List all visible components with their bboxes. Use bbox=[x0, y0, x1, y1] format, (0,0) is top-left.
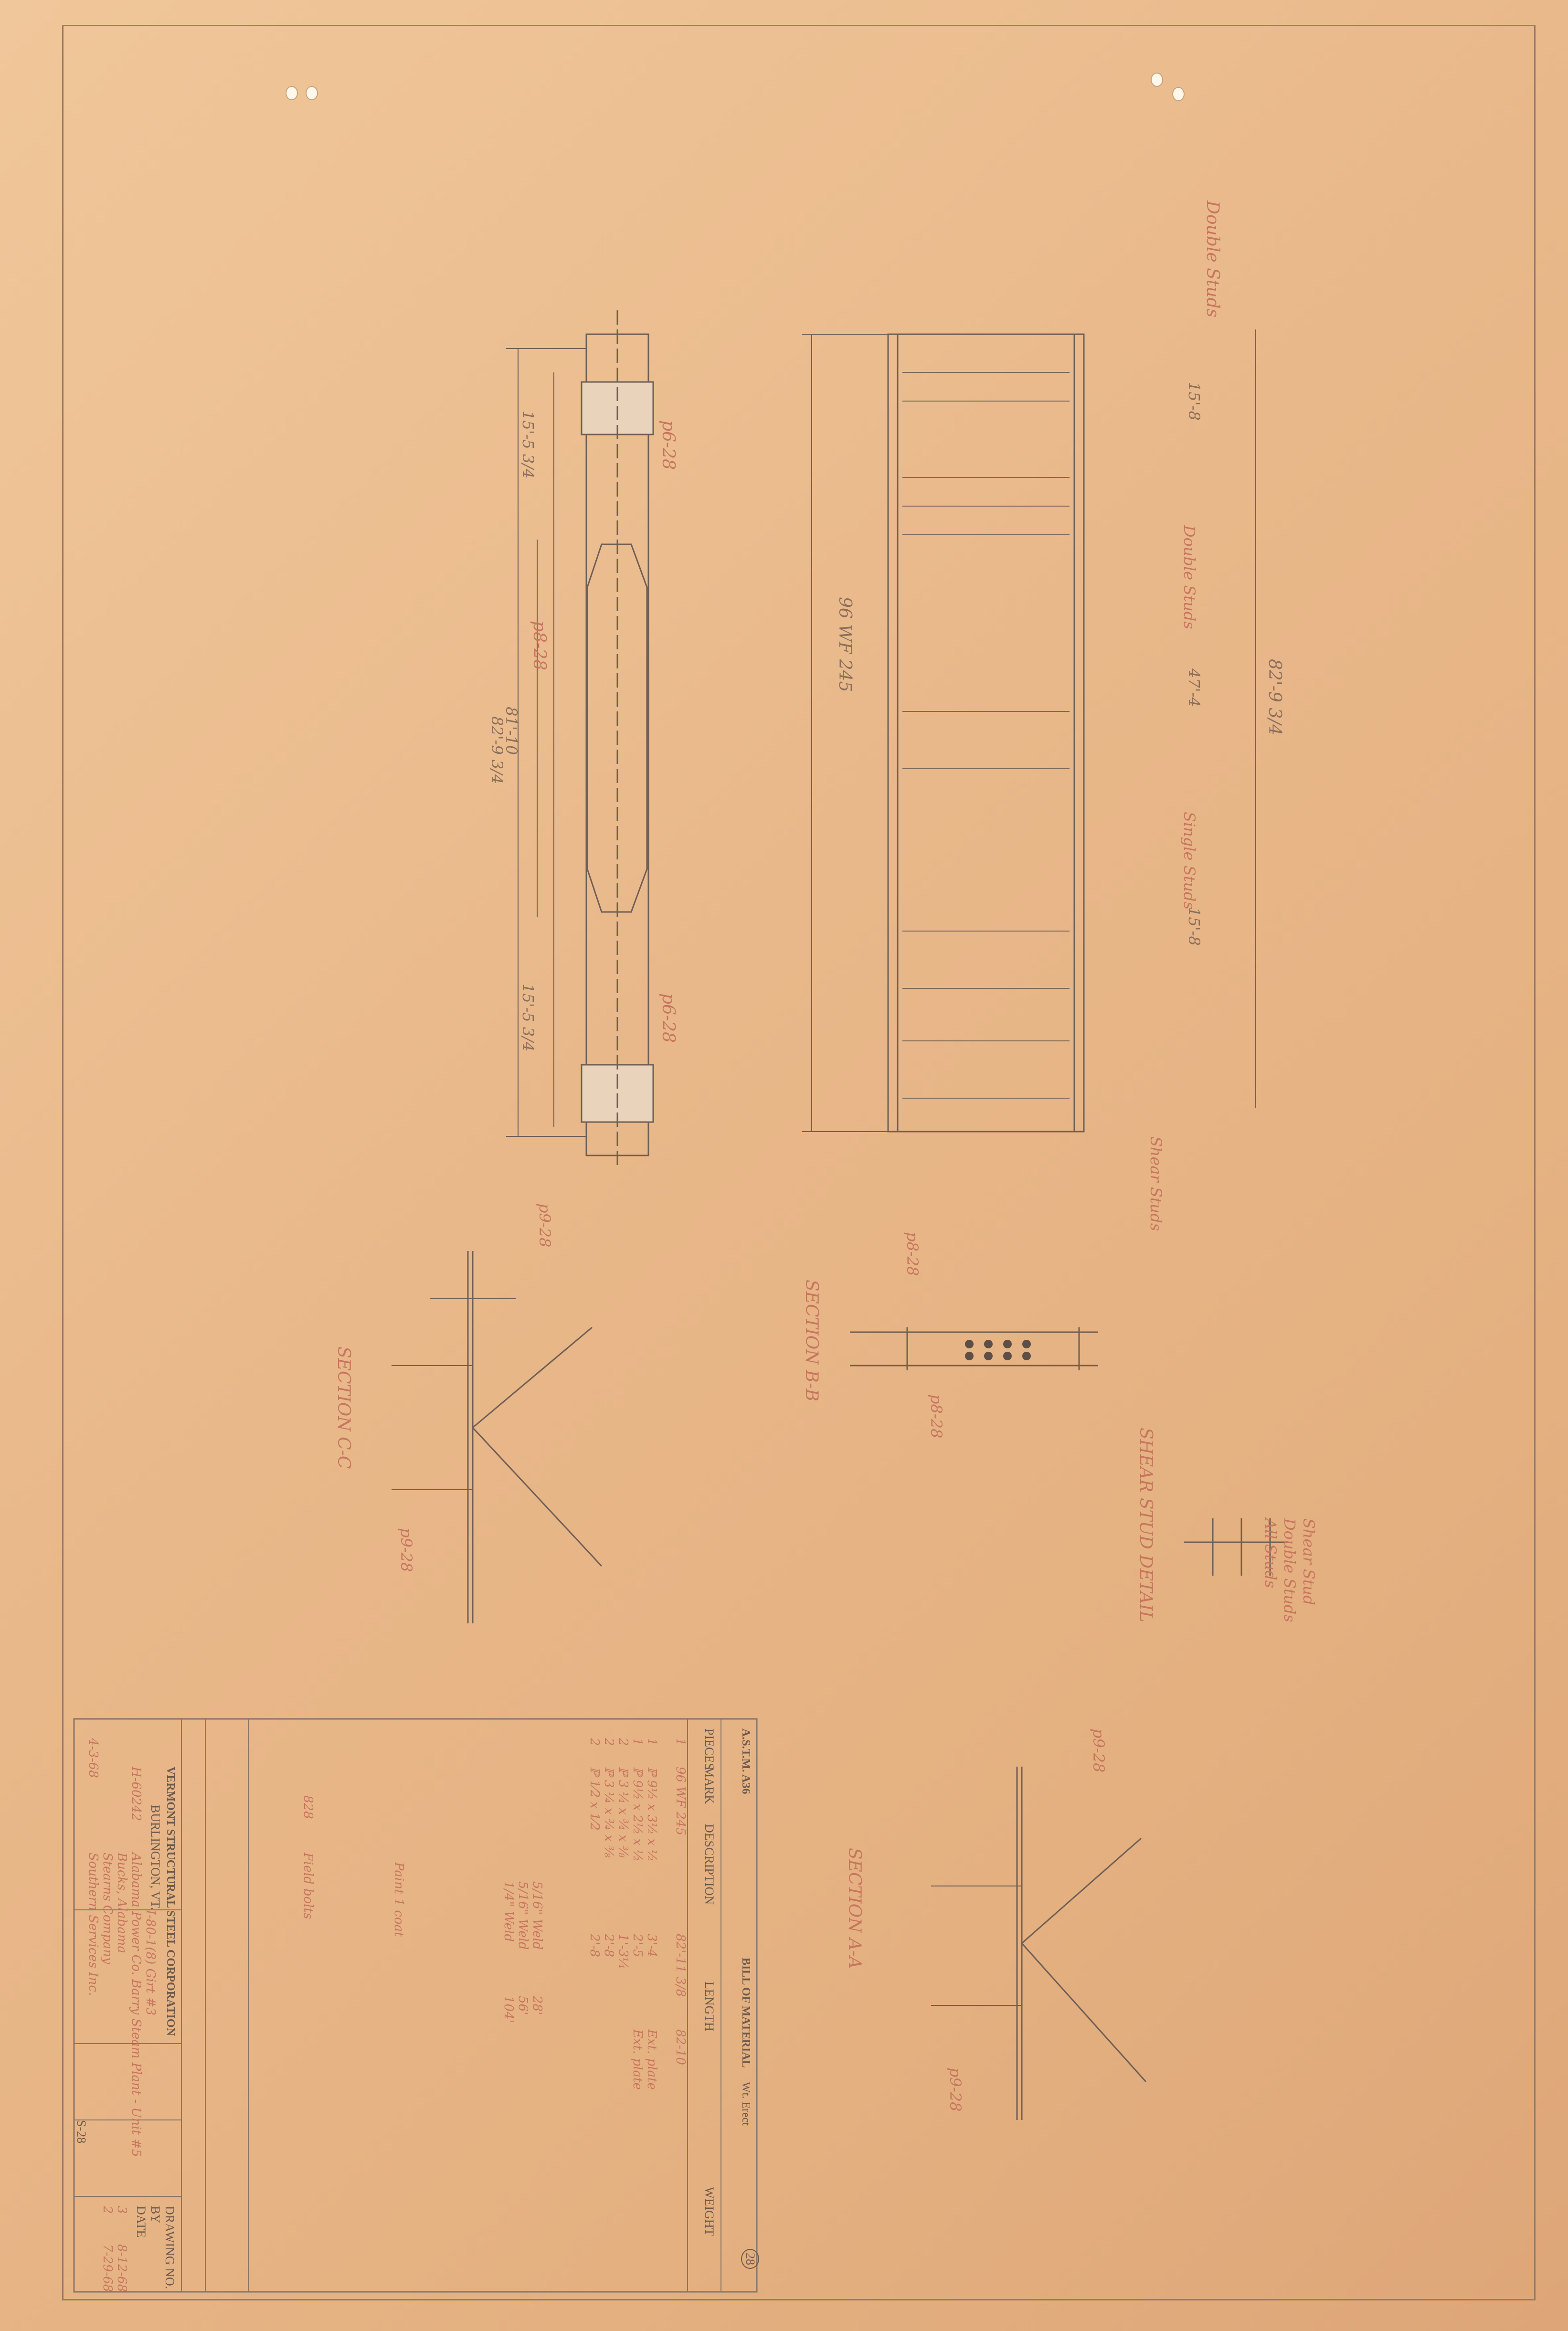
bom-length: 3'-4 bbox=[645, 1934, 659, 1958]
revision-number: 2 bbox=[100, 2206, 115, 2214]
girt-section: 96 WF 245 bbox=[835, 597, 855, 692]
bom-item: 96 WF 245 bbox=[673, 1767, 688, 1836]
architect: Southern Services Inc. bbox=[86, 1853, 100, 1996]
punch-hole bbox=[286, 86, 298, 100]
section-a-label: p9-28 bbox=[1090, 1728, 1108, 1773]
punch-hole bbox=[306, 86, 318, 100]
company-name: VERMONT STRUCTURAL STEEL CORPORATION bbox=[164, 1767, 177, 2036]
section-a-a-view bbox=[931, 1767, 1147, 2120]
weld-value: 104' bbox=[501, 1996, 516, 2023]
plan-label: p6-28 bbox=[658, 420, 678, 470]
project-location: Bucks, Alabama bbox=[115, 1853, 129, 1953]
bom-mark: Ext. plate bbox=[630, 2029, 645, 2090]
stud-note: Single Studs bbox=[1180, 812, 1198, 910]
bom-length: 82'-11 3/8 bbox=[673, 1934, 688, 1997]
revision-date: 7-29-68 bbox=[100, 2244, 115, 2292]
stud-note: Double Studs bbox=[1281, 1518, 1299, 1622]
section-c-label: p9-28 bbox=[536, 1203, 554, 1248]
punch-hole bbox=[1172, 87, 1185, 101]
paint-note: Paint 1 coat bbox=[392, 1862, 406, 1937]
section-a-label: p9-28 bbox=[946, 2067, 964, 2112]
bom-length: 2'-8 bbox=[602, 1934, 616, 1958]
shear-stud-detail-view bbox=[1184, 1518, 1289, 1576]
weld-label: 5/16" Weld bbox=[530, 1881, 544, 1950]
section-c-label: p9-28 bbox=[397, 1528, 415, 1572]
elevation-dim: 15'-8 bbox=[1185, 907, 1203, 946]
bom-qty: 1 bbox=[645, 1738, 659, 1746]
title-header: DATE bbox=[134, 2206, 148, 2238]
sheet-number: S-28 bbox=[74, 2120, 88, 2144]
bom-item: ℙ 9½ x 3½ x ½ bbox=[645, 1767, 659, 1862]
plan-label: p8-28 bbox=[530, 621, 549, 670]
stud-note: Shear Stud bbox=[1300, 1518, 1318, 1605]
customer: Stearns Company bbox=[100, 1853, 115, 1964]
project-name: Alabama Power Co. Barry Steam Plant - Un… bbox=[129, 1853, 143, 2157]
section-b-label: p8-28 bbox=[903, 1232, 922, 1276]
punch-hole bbox=[1151, 73, 1163, 87]
section-b-b-view bbox=[850, 1327, 1098, 1370]
bom-col-header: WEIGHT bbox=[702, 2187, 716, 2236]
revision-date: 8-12-68 bbox=[115, 2244, 129, 2292]
revision-number: 3 bbox=[115, 2206, 129, 2214]
member-mark: I-80-1(8) Girt #3 bbox=[143, 1910, 158, 2016]
plan-view bbox=[506, 310, 654, 1170]
plan-dim: 82'-9 3/4 bbox=[488, 716, 506, 784]
weld-value: 28' bbox=[530, 1996, 544, 2015]
spec-note: A.S.T.M. A36 bbox=[740, 1728, 752, 1794]
bom-length: 1'-3¼ bbox=[616, 1934, 630, 1970]
bom-item: ℙ 1⁄2 x 1⁄2 bbox=[587, 1767, 602, 1831]
job-number: H-60242 bbox=[129, 1767, 143, 1822]
title-block-grid bbox=[73, 1718, 758, 2293]
title-header: BY bbox=[148, 2206, 162, 2224]
weight-note: Wt. Erect bbox=[740, 2082, 752, 2126]
bom-mark: Ext. plate bbox=[645, 2029, 659, 2090]
title-header: DRAWING NO. bbox=[163, 2206, 177, 2289]
bom-item: ℙ 9½ x 2½ x ½ bbox=[630, 1767, 645, 1862]
weld-label: 5/16" Weld bbox=[516, 1881, 530, 1950]
elevation-view bbox=[802, 329, 1256, 1133]
stud-note: Shear Studs bbox=[1147, 1136, 1165, 1231]
bom-qty: 2 bbox=[616, 1738, 630, 1746]
bom-col-header: DESCRIPTION bbox=[702, 1824, 716, 1905]
bom-header: BILL OF MATERIAL bbox=[740, 1958, 752, 2068]
plan-dim: 15'-5 3/4 bbox=[519, 411, 537, 479]
bom-qty: 2 bbox=[587, 1738, 602, 1746]
bom-qty: 1 bbox=[630, 1738, 645, 1746]
plan-dim: 15'-5 3/4 bbox=[519, 984, 537, 1052]
stud-note: Double Studs bbox=[1180, 525, 1198, 629]
bom-col-header: MARK bbox=[702, 1767, 716, 1804]
plan-label: p6-28 bbox=[658, 993, 678, 1043]
drawn-date: 4-3-68 bbox=[86, 1738, 100, 1778]
bolt-note: Field bolts bbox=[301, 1853, 315, 1919]
bom-qty: 2 bbox=[602, 1738, 616, 1746]
bom-length: 2'-5 bbox=[630, 1934, 645, 1958]
bom-col-header: LENGTH bbox=[702, 1981, 716, 2031]
company-city: BURLINGTON, VT. bbox=[148, 1805, 162, 1910]
elevation-dim: 15'-8 bbox=[1185, 382, 1203, 421]
section-c-title: SECTION C-C bbox=[334, 1346, 353, 1469]
elevation-dim: 47'-4 bbox=[1185, 668, 1203, 707]
bom-item: ℙ 3 ¼ x ¾ x ⅜ bbox=[602, 1767, 616, 1858]
overall-dimension: 82'-9 3/4 bbox=[1265, 659, 1284, 736]
bom-mark: 82-10 bbox=[673, 2029, 688, 2065]
sheet-border bbox=[62, 25, 1536, 2300]
stud-note: All Studs bbox=[1261, 1518, 1280, 1589]
bom-col-header: PIECES bbox=[702, 1728, 716, 1770]
bom-length: 2'-8 bbox=[587, 1934, 602, 1958]
section-c-c-view bbox=[392, 1251, 603, 1623]
weld-label: 1/4" Weld bbox=[501, 1881, 516, 1942]
section-a-title: SECTION A-A bbox=[845, 1848, 864, 1969]
bom-qty: 1 bbox=[673, 1738, 688, 1746]
shear-stud-detail-title: SHEAR STUD DETAIL bbox=[1136, 1428, 1155, 1622]
section-b-label: p8-28 bbox=[927, 1394, 945, 1439]
weld-value: 56' bbox=[516, 1996, 530, 2015]
sheet-circle-number: 28 bbox=[741, 2249, 759, 2269]
bom-item: ℙ 3 ¼ x ¾ x ⅜ bbox=[616, 1767, 630, 1858]
section-b-title: SECTION B-B bbox=[802, 1280, 821, 1401]
elevation-spacing-note: Double Studs bbox=[1203, 201, 1222, 318]
bolt-count: 828 bbox=[301, 1795, 315, 1819]
